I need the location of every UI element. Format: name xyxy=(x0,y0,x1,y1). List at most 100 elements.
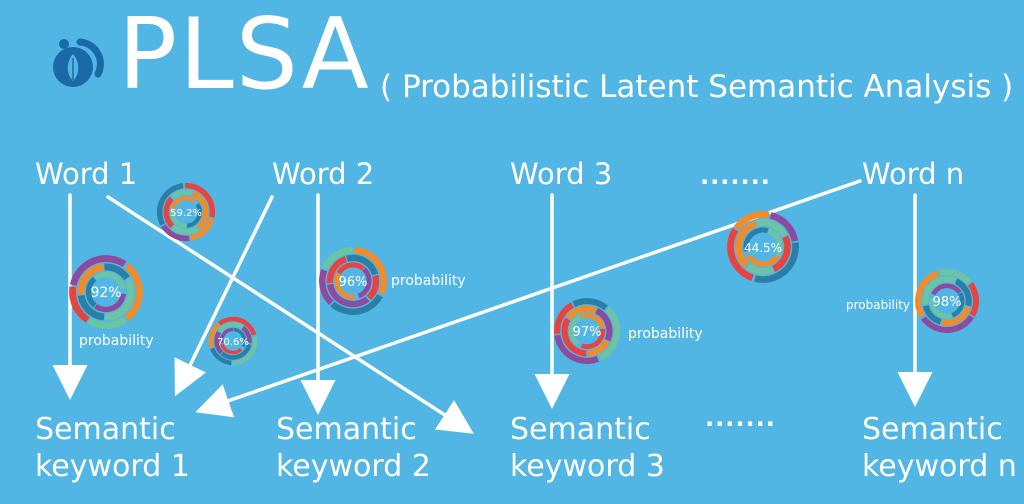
donut-ring-segment xyxy=(186,203,202,228)
donut-ring-segment xyxy=(170,189,193,200)
donut-chart-70: 70.6% xyxy=(208,316,258,366)
donut-ring-segment xyxy=(353,247,387,295)
donut-ring-segment xyxy=(938,269,972,285)
donut-ring-segment xyxy=(210,347,232,366)
word-1-label: Word 1 xyxy=(35,157,138,191)
donut-ring-segment xyxy=(746,254,780,267)
page-subtitle: ( Probabilistic Latent Semantic Analysis… xyxy=(380,69,1014,105)
donut-ring-segment xyxy=(929,297,953,319)
donut-ring-segment xyxy=(754,242,799,283)
donut-ring-segment xyxy=(321,247,353,271)
donut-ring-segment xyxy=(922,276,957,305)
donut-ring-segment xyxy=(769,212,799,242)
semantic-keyword-1: Semantic keyword 1 xyxy=(35,411,190,485)
donut-ring-segment xyxy=(170,196,197,210)
word-3-label: Word 3 xyxy=(510,157,613,191)
donut-ring-segment xyxy=(330,294,383,315)
donut-ring-segment xyxy=(170,209,187,228)
word-2-label: Word 2 xyxy=(272,157,375,191)
donut-ring-segment xyxy=(69,255,127,286)
donut-ring-segment xyxy=(346,254,379,276)
semantic-keyword-3: Semantic keyword 3 xyxy=(510,411,665,485)
donut-ring-segment xyxy=(192,191,209,230)
donut-ring-segment xyxy=(554,334,599,364)
keyword-1-line1: Semantic xyxy=(35,412,176,447)
donut-ring-segment xyxy=(156,183,184,226)
donut-ring-segment xyxy=(218,316,257,336)
keyword-2-line2: keyword 2 xyxy=(276,449,431,484)
donut-chart-96: 96% xyxy=(319,247,387,315)
donut-ring-segment xyxy=(69,286,90,323)
donut-ring-segment xyxy=(241,325,252,344)
donut-ring-segment xyxy=(922,304,942,325)
page-title: PLSA xyxy=(118,0,371,112)
arrow-word1-kw3 xyxy=(106,195,474,434)
donut-59-value: 59.2% xyxy=(170,208,202,219)
donut-ring-segment xyxy=(580,312,605,329)
donut-ring-segment xyxy=(587,339,610,357)
donut-ring-segment xyxy=(185,182,216,218)
donut-ring-segment xyxy=(746,263,774,275)
probability-label-96: probability xyxy=(391,273,466,289)
donut-ring-segment xyxy=(931,283,962,296)
donut-ring-segment xyxy=(163,196,175,229)
donut-ring-segment xyxy=(105,278,135,321)
donut-ring-segment xyxy=(77,263,104,295)
donut-ring-segment xyxy=(219,327,234,344)
donut-chart-97: 97% xyxy=(554,298,620,364)
donut-ring-segment xyxy=(580,328,605,349)
donut-ring-segment xyxy=(220,343,252,360)
donut-ring-segment xyxy=(743,227,769,252)
leaf-gear-logo-icon xyxy=(53,38,104,87)
donut-ring-segment xyxy=(569,314,582,346)
donut-44-value: 44.5% xyxy=(744,241,782,255)
donut-ring-segment xyxy=(161,224,190,242)
ellipsis-top: ....... xyxy=(700,162,771,190)
donut-ring-segment xyxy=(94,293,127,313)
keyword-2-line1: Semantic xyxy=(276,412,417,447)
donut-chart-98: 98% xyxy=(915,269,979,333)
donut-92-value: 92% xyxy=(90,285,121,301)
donut-ring-segment xyxy=(336,262,365,275)
donut-chart-59: 59.2% xyxy=(156,182,216,242)
donut-ring-segment xyxy=(87,316,128,329)
keyword-3-line1: Semantic xyxy=(510,412,651,447)
donut-70-value: 70.6% xyxy=(217,337,249,348)
donut-group-92: 92% xyxy=(68,254,144,330)
donut-ring-segment xyxy=(595,307,613,342)
donut-ring-segment xyxy=(334,272,355,300)
donut-ring-segment xyxy=(220,343,243,355)
donut-ring-segment xyxy=(915,270,940,318)
keyword-1-line2: keyword 1 xyxy=(35,449,190,484)
donut-ring-segment xyxy=(940,305,971,326)
donut-ring-segment xyxy=(77,294,105,321)
keyword-n-line1: Semantic xyxy=(862,412,1003,447)
donut-ring-segment xyxy=(217,322,244,334)
donut-ring-segment xyxy=(967,282,979,317)
donut-ring-segment xyxy=(921,314,975,333)
donut-ring-segment xyxy=(951,292,965,318)
keyword-n-line2: keyword n xyxy=(862,449,1017,484)
donut-ring-segment xyxy=(554,302,574,335)
donut-ring-segment xyxy=(572,298,608,311)
ellipsis-bottom: ....... xyxy=(705,404,776,432)
donut-ring-segment xyxy=(319,269,334,306)
keyword-3-line2: keyword 3 xyxy=(510,449,665,484)
probability-label-98: probability xyxy=(846,298,911,312)
probability-label-92: probability xyxy=(79,333,154,349)
donut-ring-segment xyxy=(171,224,200,235)
donut-ring-segment xyxy=(93,271,126,290)
donut-ring-segment xyxy=(772,235,791,272)
semantic-keyword-2: Semantic keyword 2 xyxy=(276,411,431,485)
donut-ring-segment xyxy=(733,211,770,231)
donut-ring-segment xyxy=(954,278,972,307)
probability-label-97: probability xyxy=(628,326,703,342)
donut-ring-segment xyxy=(189,217,215,241)
donut-ring-segment xyxy=(598,306,620,361)
donut-ring-segment xyxy=(104,263,130,281)
donut-chart-44: 44.5% xyxy=(727,211,799,283)
donut-98-value: 98% xyxy=(933,295,962,310)
donut-ring-segment xyxy=(735,220,757,268)
donut-ring-segment xyxy=(755,219,788,238)
